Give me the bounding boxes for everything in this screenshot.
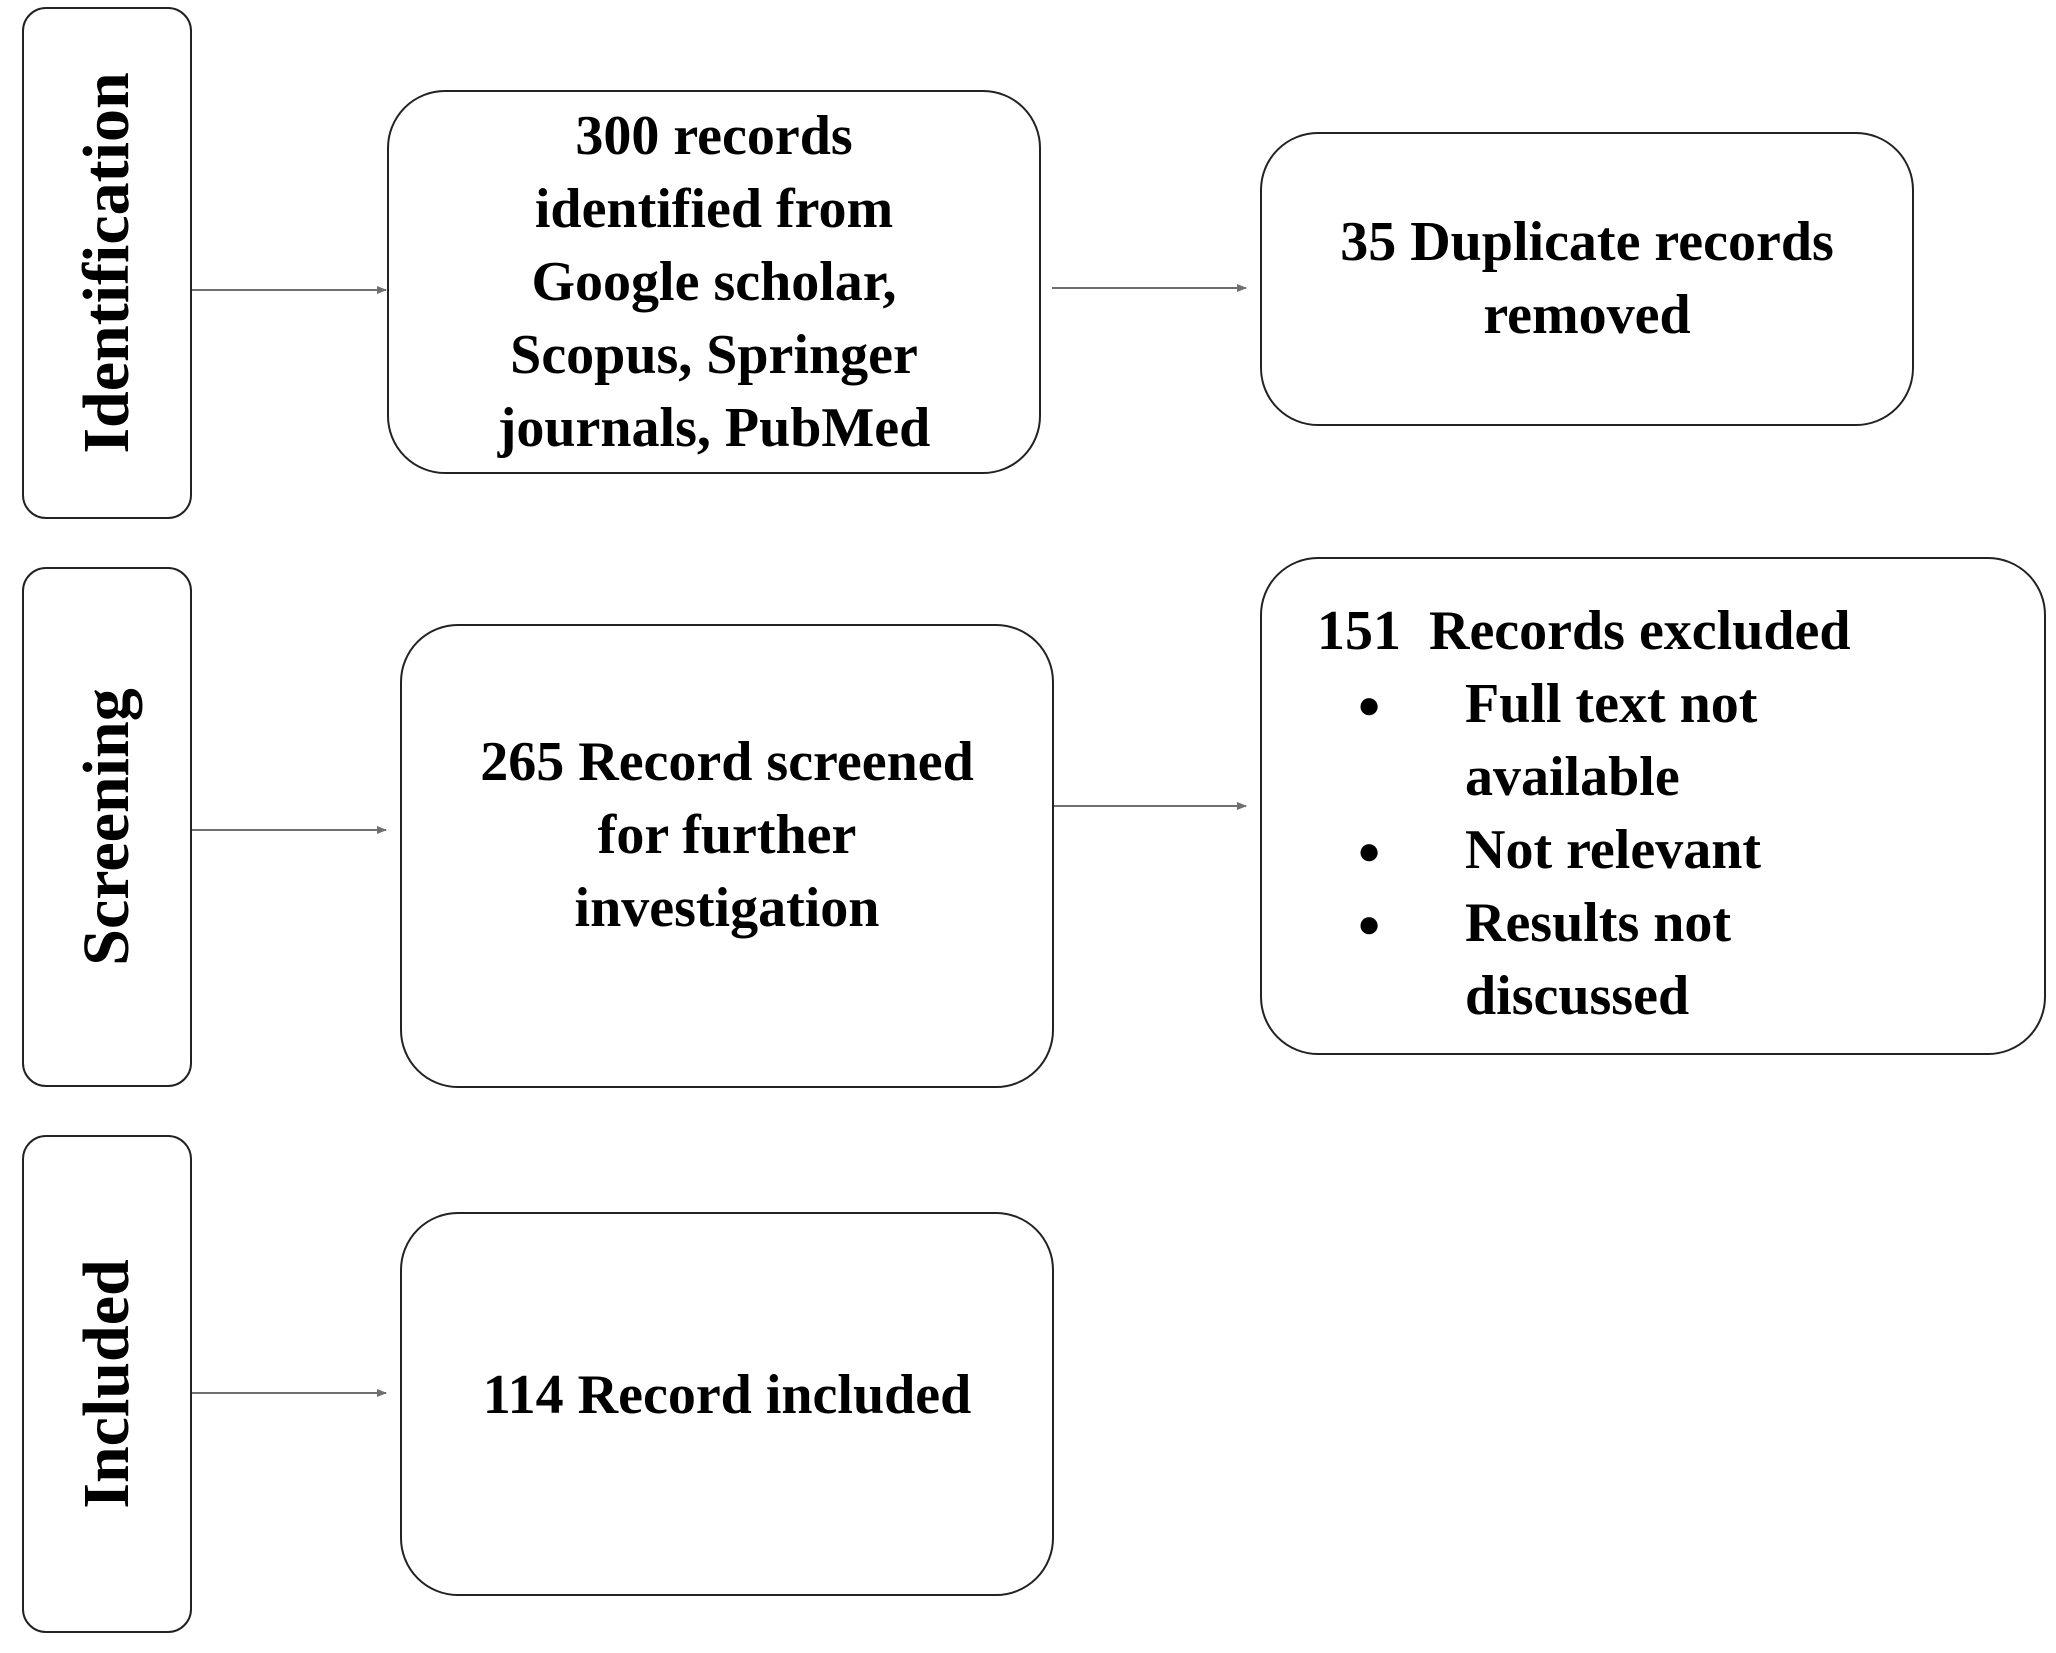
- screened-line: for further: [597, 803, 857, 866]
- bullet-icon: ●: [1357, 828, 1382, 873]
- included-records-box: 114 Record included: [400, 1212, 1054, 1596]
- exclusion-reason: ● Not relevant: [1317, 814, 1905, 887]
- screened-records-box: 265 Record screened for further investig…: [400, 624, 1054, 1088]
- duplicates-line: 35 Duplicate records: [1340, 211, 1834, 273]
- exclusion-reason-text: Not relevant: [1465, 819, 1761, 881]
- phase-identification: Identification: [22, 7, 192, 519]
- screened-line: 265 Record screened: [480, 730, 974, 793]
- exclusion-reason: ● Full text not available: [1317, 668, 1905, 814]
- phase-included: Included: [22, 1135, 192, 1633]
- exclusion-reason: ● Results not discussed: [1317, 887, 1905, 1033]
- identified-records-box: 300 records identified from Google schol…: [387, 90, 1041, 474]
- included-line: 114 Record included: [482, 1363, 972, 1426]
- identified-line: Scopus, Springer: [510, 323, 918, 386]
- exclusion-reason-text: Full text not available: [1465, 673, 1758, 808]
- exclusion-reasons-list: ● Full text not available ● Not relevant…: [1317, 668, 1905, 1033]
- identified-records-text: 300 records identified from Google schol…: [389, 92, 1039, 472]
- identified-line: 300 records: [575, 104, 853, 167]
- duplicates-removed-box: 35 Duplicate records removed: [1260, 132, 1914, 426]
- identified-line: journals, PubMed: [497, 396, 931, 459]
- bullet-icon: ●: [1357, 901, 1382, 946]
- excluded-title: 151 Records excluded: [1317, 600, 1851, 662]
- exclusion-reason-text: Results not discussed: [1465, 892, 1732, 1027]
- identified-line: Google scholar,: [531, 250, 897, 313]
- bullet-icon: ●: [1357, 682, 1382, 727]
- screened-records-text: 265 Record screened for further investig…: [402, 626, 1052, 1086]
- phase-screening: Screening: [22, 567, 192, 1087]
- duplicates-line: removed: [1483, 284, 1691, 346]
- screened-line: investigation: [574, 876, 880, 939]
- excluded-records-box: 151 Records excluded ● Full text not ava…: [1260, 557, 2046, 1055]
- duplicates-removed-text: 35 Duplicate records removed: [1262, 134, 1912, 424]
- included-records-text: 114 Record included: [402, 1214, 1052, 1594]
- identified-line: identified from: [534, 177, 894, 240]
- excluded-records-text: 151 Records excluded ● Full text not ava…: [1317, 595, 1905, 1033]
